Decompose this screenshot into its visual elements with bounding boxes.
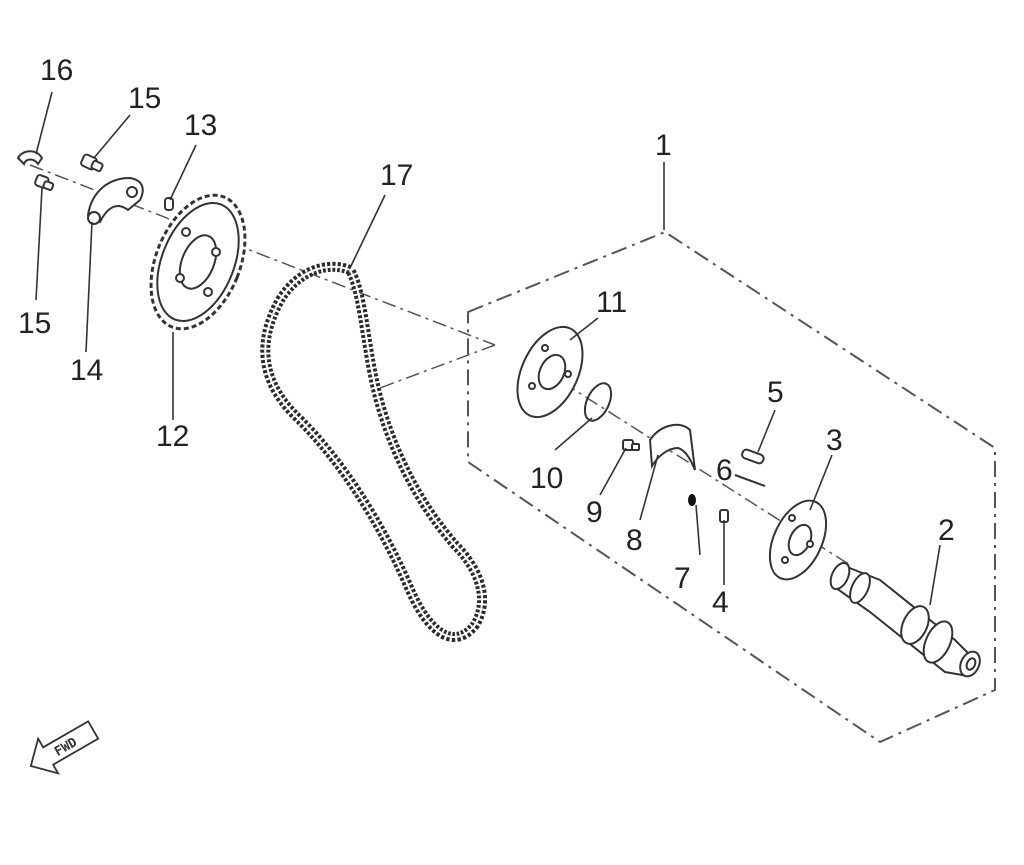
part-15-bolt-upper	[80, 153, 104, 173]
part-17-timing-chain	[260, 261, 488, 642]
part-8-half-ring	[648, 423, 696, 471]
part-9-bolt	[622, 439, 640, 451]
callout-9: 9	[586, 496, 603, 529]
callout-15-lower: 15	[18, 307, 51, 340]
callout-11: 11	[596, 286, 627, 319]
part-12-sprocket	[149, 193, 247, 331]
part-10-circlip	[583, 382, 613, 422]
callout-10: 10	[530, 462, 563, 495]
center-axis	[29, 164, 851, 566]
callouts: 1 2 3 4 5 6 7 8 9 10 11 12 13 14 15 15 1…	[18, 54, 955, 619]
part-3-plate	[768, 499, 828, 581]
callout-14: 14	[70, 354, 103, 387]
callout-17: 17	[380, 159, 413, 192]
callout-12: 12	[156, 420, 189, 453]
callout-13: 13	[184, 109, 217, 142]
callout-8: 8	[626, 524, 643, 557]
part-2-camshaft	[829, 561, 981, 678]
callout-1: 1	[655, 129, 672, 162]
callout-6: 6	[716, 454, 733, 487]
leader-lines	[35, 91, 941, 606]
callout-7: 7	[674, 562, 691, 595]
part-15-bolt-lower	[34, 174, 55, 191]
callout-4: 4	[712, 586, 729, 619]
part-14-bracket	[86, 176, 144, 225]
callout-3: 3	[826, 424, 843, 457]
callout-15-upper: 15	[128, 82, 161, 115]
part-11-flange	[516, 325, 584, 419]
fwd-arrow-icon: FWD	[29, 720, 100, 775]
part-6-needle	[734, 474, 766, 487]
assembly-boundary	[467, 230, 996, 744]
callout-5: 5	[767, 376, 784, 409]
part-7-ball	[688, 494, 696, 506]
callout-16: 16	[40, 54, 73, 87]
part-5-dowel	[741, 448, 765, 465]
part-16-half-washer	[16, 150, 44, 166]
callout-2: 2	[938, 514, 955, 547]
part-13-pin	[164, 197, 174, 211]
